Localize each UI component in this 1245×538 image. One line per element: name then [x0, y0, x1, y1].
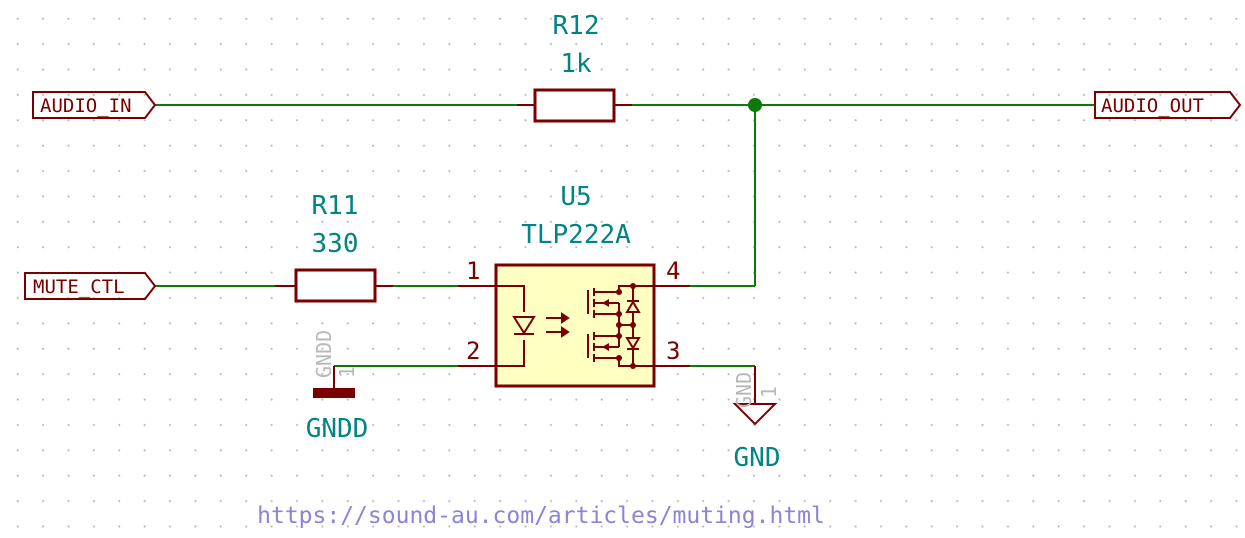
- global-label-audio-in-text: AUDIO_IN: [40, 95, 132, 117]
- r12-value: 1k: [560, 49, 592, 79]
- gnd-hidden-name: GND: [732, 372, 756, 408]
- r11-ref: R11: [312, 191, 359, 221]
- u5-led-icon: [496, 285, 570, 367]
- u5-mosfet-arrows-icon: [602, 283, 636, 369]
- gndd-label: GNDD: [306, 414, 369, 444]
- u5-value: TLP222A: [521, 220, 631, 250]
- r12-ref: R12: [553, 11, 600, 41]
- r11-body: [294, 268, 377, 303]
- power-gndd[interactable]: GNDD 1 GNDD: [306, 330, 369, 444]
- global-label-mute-ctl[interactable]: MUTE_CTL: [24, 272, 157, 300]
- wire-junction-dot: [748, 98, 762, 112]
- resistor-r11[interactable]: R11 330: [275, 191, 393, 303]
- global-label-audio-out-text: AUDIO_OUT: [1101, 95, 1204, 117]
- global-label-audio-out-shape: [1094, 91, 1242, 119]
- global-label-mute-ctl-text: MUTE_CTL: [33, 276, 125, 298]
- global-label-audio-in[interactable]: AUDIO_IN: [32, 91, 157, 119]
- u5-pin2-number: 2: [466, 337, 480, 365]
- u5-pin1-number: 1: [466, 257, 480, 285]
- gndd-hidden-pin: 1: [335, 366, 359, 378]
- global-label-audio-in-shape: [32, 91, 157, 119]
- gnd-label: GND: [734, 443, 781, 473]
- wires: [155, 98, 1095, 367]
- global-label-mute-ctl-shape: [24, 272, 157, 300]
- r11-value: 330: [312, 229, 359, 259]
- ic-u5[interactable]: U5 TLP222A 1 2 4 3: [458, 182, 690, 388]
- gnd-hidden-pin: 1: [757, 386, 781, 398]
- gndd-bar: [313, 388, 355, 398]
- gndd-hidden-name: GNDD: [312, 330, 336, 378]
- u5-ref: U5: [560, 182, 591, 212]
- gnd-triangle: [732, 403, 778, 426]
- global-label-audio-out[interactable]: AUDIO_OUT: [1094, 91, 1242, 119]
- resistor-r12[interactable]: R12 1k: [517, 11, 632, 123]
- power-gnd[interactable]: GND 1 GND: [732, 366, 781, 473]
- r12-body: [533, 88, 616, 123]
- u5-pin4-number: 4: [666, 257, 680, 285]
- u5-pin3-number: 3: [666, 337, 680, 365]
- source-url-link[interactable]: https://sound-au.com/articles/muting.htm…: [257, 503, 825, 529]
